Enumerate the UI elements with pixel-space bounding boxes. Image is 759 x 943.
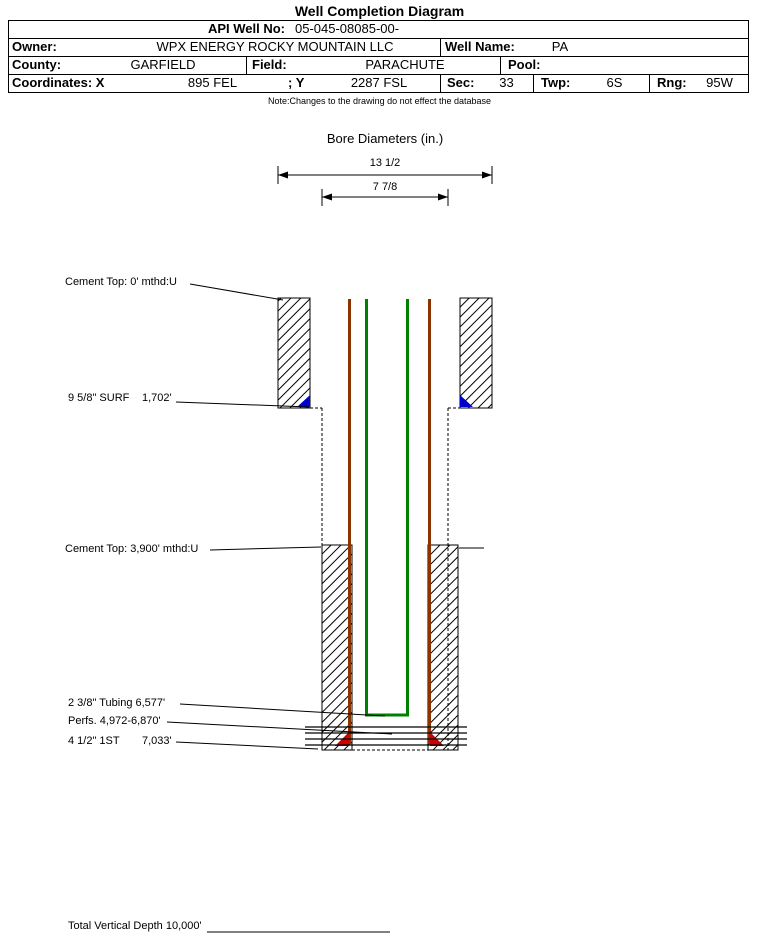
cement-top-surface-label: Cement Top: 0' mthd:U <box>65 276 177 288</box>
dimension-inner-bore <box>321 189 449 206</box>
dim-arrow-right-icon <box>482 171 492 179</box>
dim-inner-label: 7 7/8 <box>372 181 398 193</box>
owner-label: Owner: <box>12 39 57 54</box>
county-value: GARFIELD <box>130 57 196 72</box>
table-col-divider <box>533 74 534 93</box>
perforation-lines <box>305 726 467 746</box>
coordinate-x-value: 895 FEL <box>187 75 238 90</box>
rng-value: 95W <box>706 75 733 90</box>
production-cement-left <box>321 544 353 751</box>
coordinate-y-value: 2287 FSL <box>350 75 408 90</box>
production-casing-label: 4 1/2" 1ST <box>68 735 120 747</box>
bore-diameters-title: Bore Diameters (in.) <box>326 131 444 146</box>
surface-casing-label: 9 5/8" SURF <box>68 392 130 404</box>
rng-label: Rng: <box>657 75 687 90</box>
table-col-divider <box>500 56 501 74</box>
dim-arrow-left-icon <box>322 193 332 201</box>
api-label: API Well No: <box>207 21 285 36</box>
dim-arrow-left-icon <box>278 171 288 179</box>
surface-shoe-right-icon <box>460 395 473 407</box>
sec-label: Sec: <box>447 75 475 90</box>
owner-value: WPX ENERGY ROCKY MOUNTAIN LLC <box>156 39 394 54</box>
tubing-label: 2 3/8" Tubing 6,577' <box>68 697 166 709</box>
production-casing-depth: 7,033' <box>142 735 172 747</box>
table-row-divider <box>8 74 749 75</box>
table-row-divider <box>8 56 749 57</box>
coordinates-label: Coordinates: X <box>12 75 105 90</box>
dim-arrow-right-icon <box>438 193 448 201</box>
twp-label: Twp: <box>541 75 571 90</box>
pool-label: Pool: <box>508 57 541 72</box>
cement-top-production-label: Cement Top: 3,900' mthd:U <box>65 543 199 555</box>
table-col-divider <box>440 74 441 93</box>
sec-value: 33 <box>499 75 514 90</box>
table-row-divider <box>8 38 749 39</box>
note-text: Note:Changes to the drawing do not effec… <box>268 96 491 106</box>
dim-outer-label: 13 1/2 <box>369 157 401 169</box>
surface-shoe-left-icon <box>297 395 310 407</box>
tvd-label: Total Vertical Depth 10,000' <box>68 920 202 932</box>
coordinate-y-label: ; Y <box>288 75 305 90</box>
county-label: County: <box>12 57 62 72</box>
surface-casing-right <box>459 297 493 409</box>
table-col-divider <box>440 38 441 56</box>
twp-value: 6S <box>606 75 623 90</box>
api-value: 05-045-08085-00- <box>295 21 400 36</box>
tubing-string <box>365 299 409 717</box>
page-title: Well Completion Diagram <box>294 3 465 19</box>
table-col-divider <box>649 74 650 93</box>
surface-casing-depth: 1,702' <box>142 392 172 404</box>
table-col-divider <box>246 56 247 74</box>
field-value: PARACHUTE <box>365 57 445 72</box>
field-label: Field: <box>252 57 287 72</box>
surface-casing-left <box>277 297 311 409</box>
production-cement-right <box>427 544 459 751</box>
well-name-label: Well Name: <box>445 39 515 54</box>
perfs-label: Perfs. 4,972-6,870' <box>68 715 161 727</box>
leader-lines <box>166 283 484 933</box>
well-name-value: PA <box>551 39 569 54</box>
